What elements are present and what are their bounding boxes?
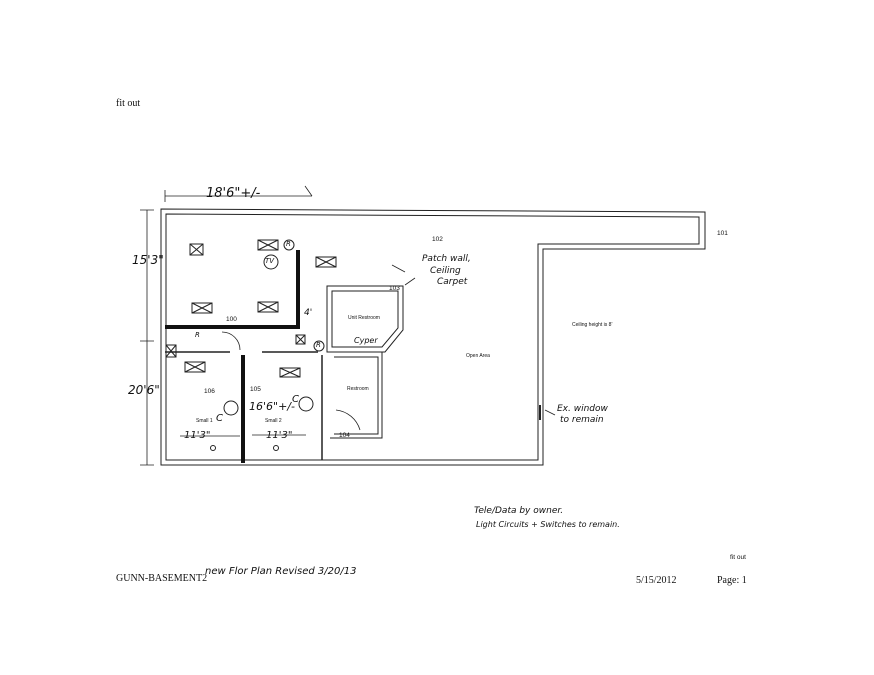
mark-r-left: R [195, 331, 200, 339]
ceiling-height-label: Ceiling height is 8' [572, 322, 613, 328]
small-1-label: Small 1 [196, 418, 213, 424]
outer-wall-inner-line [165, 213, 700, 461]
header-title: fit out [116, 98, 141, 109]
open-area-label: Open Area [466, 353, 490, 359]
note-patch-wall: Patch wall, [422, 254, 471, 264]
dimension-right-office-width: 11'3" [266, 430, 293, 441]
dimension-left-office-width: 11'3" [184, 430, 211, 441]
dimension-mid-office: 16'6"+/- [249, 400, 295, 413]
restroom-104-wall [330, 351, 383, 439]
room-100-label: 100 [226, 316, 237, 323]
unit-restroom-label: Unit Restroom [348, 315, 380, 321]
dimension-left-upper: 15'3" [132, 253, 164, 267]
room-106-label: 106 [204, 388, 215, 395]
dimension-top-left: 18'6"+/- [206, 186, 261, 201]
note-carpet: Carpet [437, 277, 468, 287]
mark-r-top: R [286, 240, 291, 248]
restroom-label: Restroom [347, 386, 369, 392]
outer-wall-outer-line [160, 208, 706, 466]
cyper-note: Cyper [354, 336, 378, 345]
mark-tv: TV [265, 257, 275, 265]
room-105-label: 105 [250, 386, 261, 393]
room-102-label: 102 [432, 236, 443, 243]
room-101-label: 101 [717, 230, 728, 237]
mark-c-right: C [292, 394, 299, 405]
note-ceiling: Ceiling [430, 266, 461, 276]
note-tel-data: Tele/Data by owner. [474, 506, 564, 516]
dimension-door: 4' [304, 308, 313, 318]
mark-c-left: C [216, 413, 223, 424]
small-2-label: Small 2 [265, 418, 282, 424]
footer-revision: new Flor Plan Revised 3/20/13 [205, 566, 357, 577]
room-104-label: 104 [339, 432, 350, 439]
footer-small-label: fit out [730, 554, 746, 561]
footer-date: 5/15/2012 [636, 575, 677, 586]
room-103-label: 103 [389, 285, 400, 292]
note-window: Ex. window [557, 404, 608, 414]
note-lights: Light Circuits + Switches to remain. [476, 520, 620, 529]
footer-page: Page: 1 [717, 575, 747, 586]
mark-r-mid: R [316, 341, 321, 349]
footer-doc-name: GUNN-BASEMENT2 [116, 573, 208, 584]
restroom-103-wall [326, 285, 404, 353]
note-window-remain: to remain [560, 415, 604, 425]
dimension-left-lower: 20'6" [128, 383, 160, 397]
